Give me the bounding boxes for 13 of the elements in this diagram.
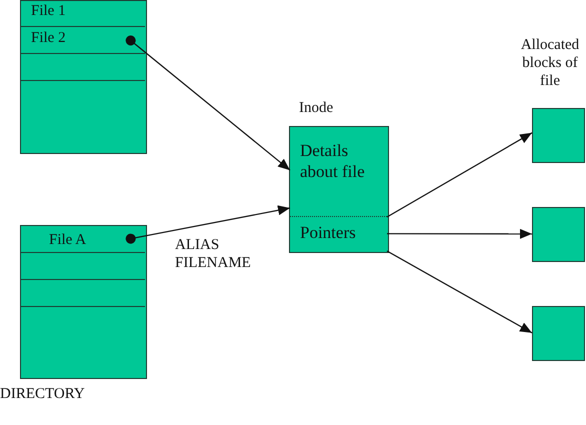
directory-label: DIRECTORY	[0, 385, 85, 403]
directory-table	[20, 225, 147, 379]
arrow	[126, 205, 290, 244]
arrow	[387, 228, 532, 239]
arrow	[386, 132, 532, 218]
arrow	[126, 36, 290, 171]
data-block	[532, 108, 585, 163]
directory-table	[20, 0, 147, 154]
inode-heading: Inode	[299, 99, 334, 117]
data-block	[532, 207, 585, 262]
group-label: Allocated blocks of file	[520, 36, 580, 90]
data-block	[532, 306, 585, 361]
arrow	[386, 250, 532, 334]
